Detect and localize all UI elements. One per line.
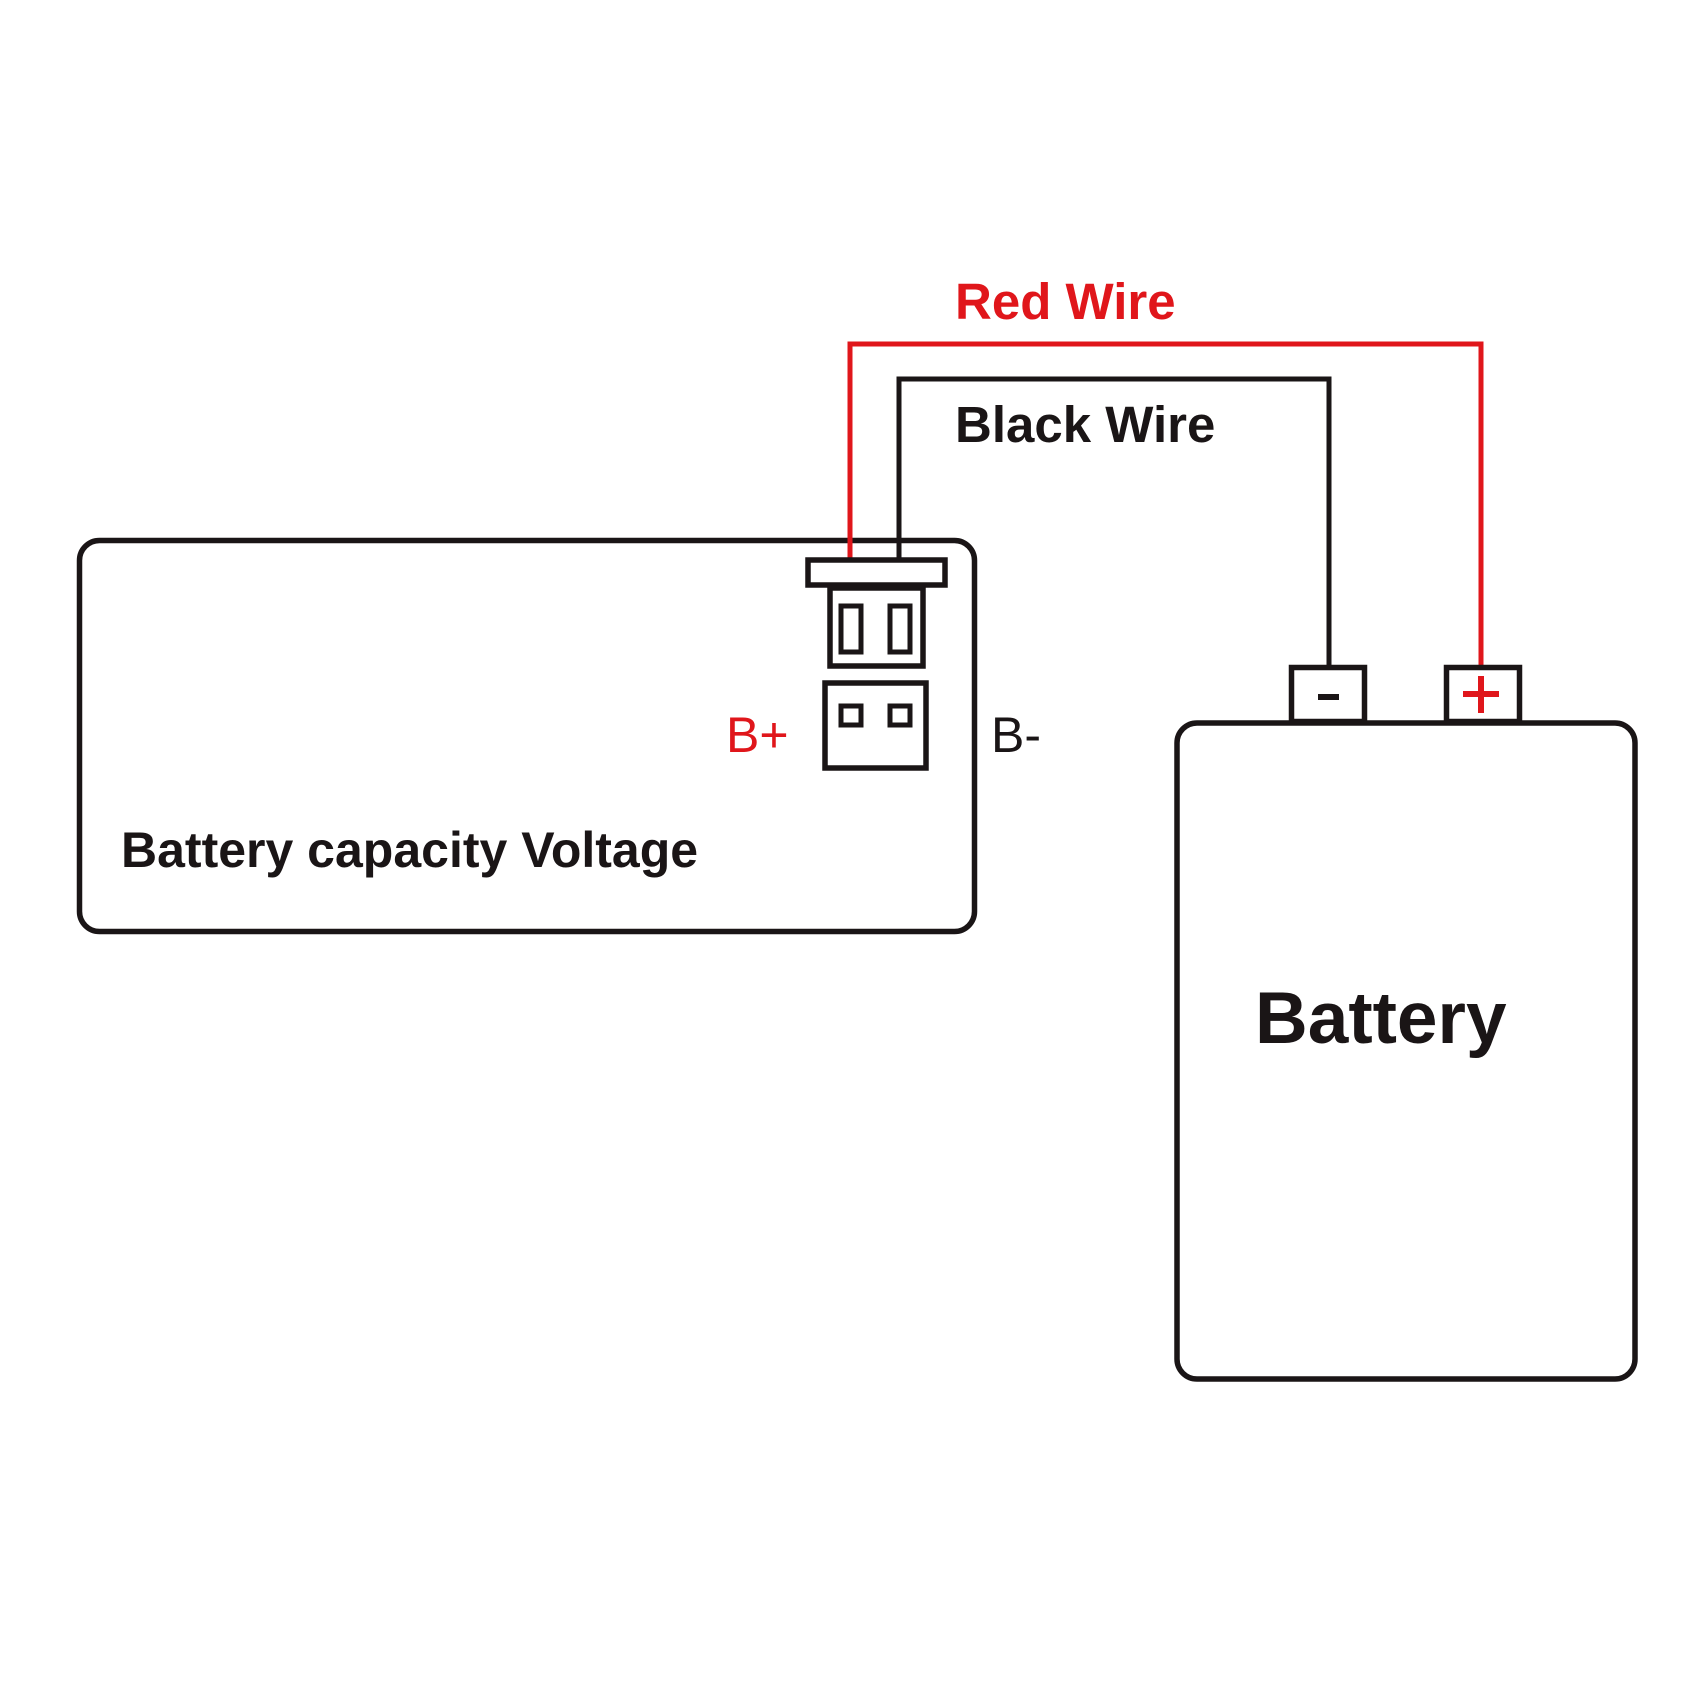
battery-label: Battery <box>1255 978 1507 1059</box>
plus-icon <box>1463 676 1499 713</box>
pin-label-positive: B+ <box>726 707 789 763</box>
socket-pin-left <box>838 703 864 728</box>
black-wire-label: Black Wire <box>955 396 1215 453</box>
battery-body <box>1174 720 1638 1382</box>
red-wire-path <box>847 341 1484 667</box>
meter-module: Battery capacity Voltage <box>76 537 978 935</box>
connector <box>805 557 948 771</box>
plug-slot-right <box>887 603 913 655</box>
meter-label: Battery capacity Voltage <box>121 822 698 878</box>
socket-pin-right <box>887 703 913 728</box>
black-wire <box>896 376 1332 667</box>
battery: Battery <box>1174 664 1638 1382</box>
plug-slot-left <box>838 603 864 655</box>
minus-icon <box>1318 694 1339 700</box>
meter-body <box>76 537 978 935</box>
pin-label-negative: B- <box>991 707 1041 763</box>
red-wire-label: Red Wire <box>955 273 1176 330</box>
red-wire <box>847 341 1484 667</box>
connector-cap <box>805 557 948 588</box>
black-wire-path <box>896 376 1332 667</box>
